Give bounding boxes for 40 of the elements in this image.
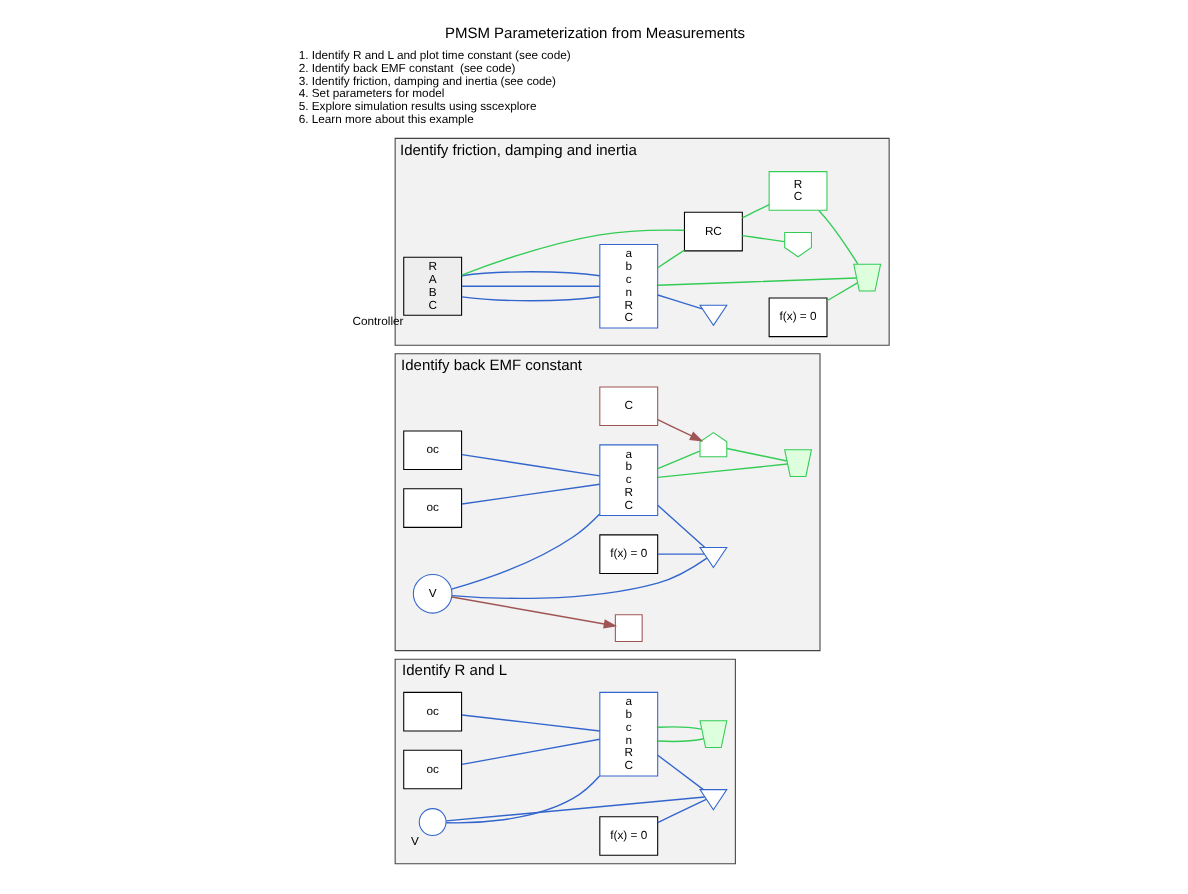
node-ground [698,546,727,569]
connector [656,450,700,470]
connector [740,234,784,243]
connector [656,738,704,743]
node-box [613,614,642,643]
connector [817,209,858,265]
connector [656,294,702,310]
connector [656,726,702,730]
connector [460,229,685,276]
connector [656,277,856,286]
connector [656,553,704,555]
connector [725,447,787,462]
connector [460,285,600,287]
connector [656,754,704,791]
node-sensor [698,431,727,458]
connector [460,714,600,732]
arrow [450,596,617,629]
connector [740,203,769,219]
connector [460,483,600,505]
connector [449,513,600,590]
connector [460,271,600,277]
connector [444,775,600,824]
connector [656,249,685,269]
connector [460,453,600,477]
connector [460,296,600,302]
node-ground [698,304,727,327]
connector [825,282,858,302]
node-reference [852,263,881,292]
node-inertia [783,232,811,258]
node-circle [417,808,446,836]
connector [460,738,600,766]
node-reference [698,720,727,749]
connector [656,504,705,549]
arrow [656,419,703,442]
connector [656,463,788,479]
connector [450,557,707,600]
node-reference [783,449,812,477]
node-ground [698,789,727,811]
connector [656,798,706,824]
connector [444,796,705,822]
